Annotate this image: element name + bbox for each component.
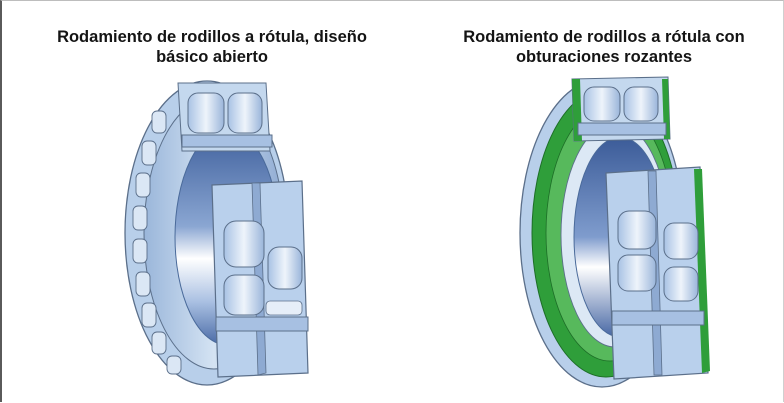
panel-title-sealed-bearing: Rodamiento de rodillos a rótula con obtu… [422, 27, 784, 67]
bottom-cut-section [211, 180, 309, 378]
title-line-1: Rodamiento de rodillos a rótula con [463, 28, 745, 46]
open-bearing-illustration [124, 80, 309, 386]
top-cut-section [177, 82, 273, 152]
title-line-2: obturaciones rozantes [515, 48, 693, 66]
bottom-cut-section [605, 166, 710, 380]
title-line-2: básico abierto [156, 48, 268, 66]
panel-open-bearing: Rodamiento de rodillos a rótula, diseño … [2, 1, 422, 403]
panel-sealed-bearing: Rodamiento de rodillos a rótula con obtu… [422, 1, 784, 403]
sealed-bearing-illustration [519, 76, 710, 388]
title-line-1: Rodamiento de rodillos a rótula, diseño [57, 28, 367, 46]
panel-title-open-bearing: Rodamiento de rodillos a rótula, diseño … [10, 27, 414, 67]
top-cut-section [571, 76, 671, 142]
far-roller-row [132, 110, 182, 375]
